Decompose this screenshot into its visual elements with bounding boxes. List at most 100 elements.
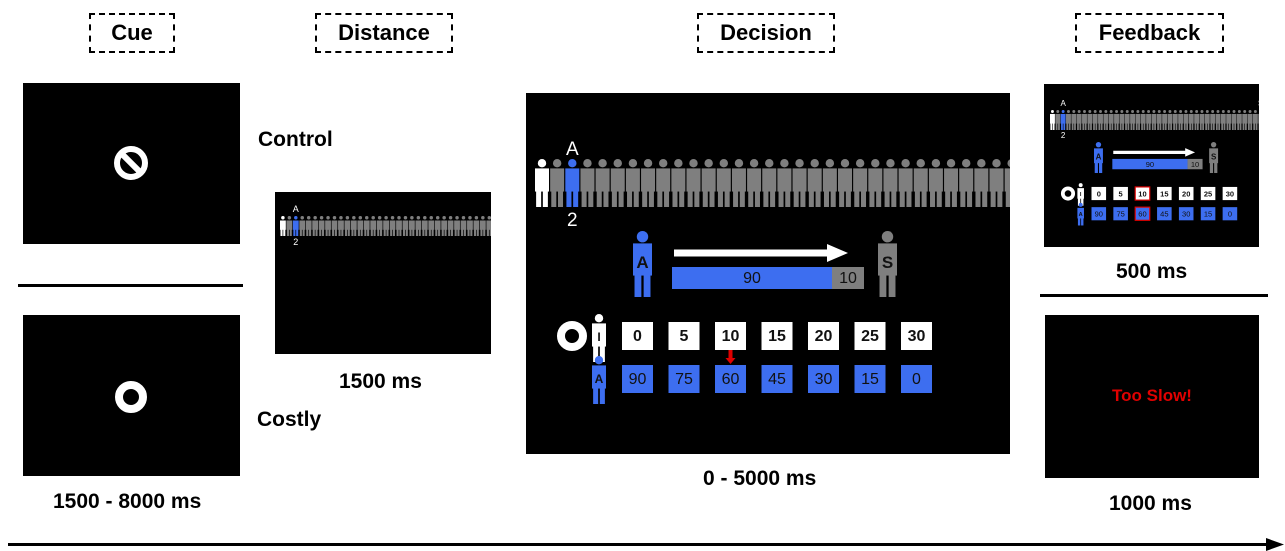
player-option-box [622, 365, 653, 393]
no-entry-icon [114, 146, 148, 180]
figure-letter: S [1211, 153, 1217, 162]
player-figure: A [633, 231, 652, 297]
feedback-queue-start-label: A [1060, 99, 1066, 108]
queue-person [1183, 110, 1189, 130]
queue-person [1220, 110, 1226, 130]
queue-person [1004, 159, 1010, 207]
queue-person [1119, 110, 1125, 130]
decision-queue-start-label: A [566, 139, 579, 160]
other-option-box [901, 322, 932, 350]
queue-person [641, 159, 656, 207]
queue-person [1236, 110, 1242, 130]
queue-person [1167, 110, 1173, 130]
other-option-value: 30 [1226, 190, 1234, 199]
queue-person [1194, 110, 1200, 130]
queue-person [1082, 110, 1087, 130]
queue-person [357, 216, 364, 236]
queue-person [370, 216, 377, 236]
queue-person [868, 159, 883, 207]
queue-person [1124, 110, 1130, 130]
header-decision: Decision [697, 13, 835, 53]
other-row-figure: I [1077, 183, 1084, 206]
player-option-box [1157, 207, 1172, 221]
ring-icon [115, 381, 147, 413]
queue-person [338, 216, 344, 236]
queue-person [396, 216, 402, 236]
queue-person [1172, 110, 1178, 130]
header-cue: Cue [89, 13, 175, 53]
queue-person [325, 216, 331, 236]
player-option-box [668, 365, 700, 393]
queue-person [1108, 110, 1114, 130]
queue-person [686, 159, 701, 207]
queue-person [565, 159, 580, 207]
queue-person [1162, 110, 1168, 130]
decision-screen: AS2A9010SIA0510152025309075604530150 [526, 93, 1010, 454]
queue-person [1226, 110, 1232, 130]
queue-person [762, 159, 777, 207]
queue-person [989, 159, 1004, 207]
queue-person [1066, 110, 1071, 130]
other-share-value: 10 [1191, 160, 1199, 169]
other-share-bar [832, 267, 864, 289]
other-option-box [1113, 186, 1128, 201]
other-option-box [1178, 186, 1194, 201]
other-option-value: 10 [1138, 190, 1146, 199]
distance-screen: AS2 [275, 192, 491, 354]
player-option-box [1200, 207, 1216, 221]
queue-person [1135, 110, 1141, 130]
other-row-figure: I [592, 314, 606, 362]
queue-person [421, 216, 428, 236]
other-option-box [854, 322, 886, 350]
decision-display: AS2A9010SIA0510152025309075604530150 [535, 139, 1010, 404]
queue-person [1151, 110, 1157, 130]
other-share-bar [1187, 158, 1203, 170]
queue-person [1178, 110, 1184, 130]
player-option-value: 0 [1228, 210, 1232, 219]
other-option-value: 20 [1182, 190, 1190, 199]
queue-person [656, 159, 671, 207]
queue-person [928, 159, 943, 207]
queue-person [1210, 110, 1216, 130]
queue-person [1199, 110, 1205, 130]
queue-person [409, 216, 415, 236]
queue-person [1050, 110, 1055, 130]
costly-cue-icon [557, 321, 587, 351]
other-option-box [668, 322, 700, 350]
queue-person [1242, 110, 1248, 130]
player-option-value: 75 [1116, 210, 1124, 219]
player-share-bar [1112, 158, 1188, 170]
queue-person [389, 216, 396, 236]
queue-person [467, 216, 473, 236]
queue-person [331, 216, 338, 236]
other-figure: S [878, 231, 897, 297]
other-figure: S [1209, 142, 1219, 174]
player-option-value: 90 [1095, 210, 1103, 219]
queue-person [625, 159, 640, 207]
player-option-value: 0 [912, 371, 921, 388]
figure-letter: A [1079, 212, 1083, 218]
queue-person [447, 216, 454, 236]
player-share-bar [672, 267, 832, 289]
player-option-box [1222, 207, 1238, 221]
player-option-box [1113, 207, 1128, 221]
player-option-box [1091, 207, 1107, 221]
queue-person [383, 216, 389, 236]
other-option-box [715, 322, 746, 350]
decision-time: 0 - 5000 ms [703, 467, 817, 490]
label-control: Control [258, 128, 333, 151]
distance-time: 1500 ms [339, 370, 422, 393]
player-option-value: 30 [1182, 210, 1190, 219]
queue-person [595, 159, 610, 207]
queue-person [1215, 110, 1221, 130]
feedback-queue-position: 2 [1061, 131, 1066, 140]
other-option-value: 10 [722, 328, 740, 345]
queue-person [402, 216, 409, 236]
player-option-box [808, 365, 839, 393]
player-option-value: 15 [861, 371, 879, 388]
queue-person [473, 216, 480, 236]
queue-person [428, 216, 435, 236]
queue-person [318, 216, 325, 236]
player-share-value: 90 [743, 270, 761, 287]
queue-person [777, 159, 792, 207]
